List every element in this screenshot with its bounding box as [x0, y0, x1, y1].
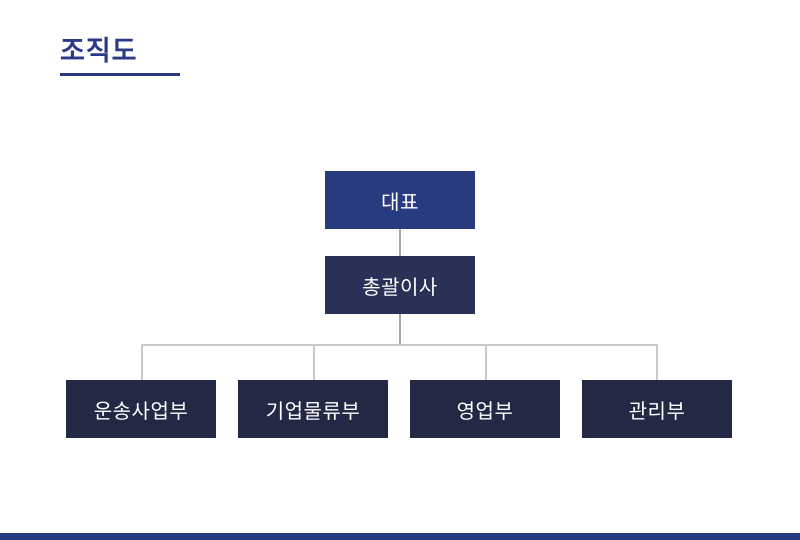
connector-branch-horizontal [141, 344, 657, 346]
connector-director-to-branch [399, 314, 401, 344]
page-title: 조직도 [60, 36, 138, 66]
connector-drop-management [656, 344, 658, 380]
bottom-accent-bar [0, 533, 800, 540]
org-node-dept-management: 관리부 [582, 380, 732, 438]
connector-drop-sales [485, 344, 487, 380]
title-underline [60, 73, 180, 76]
org-node-dept-sales: 영업부 [410, 380, 560, 438]
connector-drop-transport [141, 344, 143, 380]
org-node-dept-corporate-logistics: 기업물류부 [238, 380, 388, 438]
org-node-executive-director: 총괄이사 [325, 256, 475, 314]
org-node-dept-transport: 운송사업부 [66, 380, 216, 438]
org-node-ceo: 대표 [325, 171, 475, 229]
connector-ceo-to-director [399, 229, 401, 256]
connector-drop-corporate-logistics [313, 344, 315, 380]
